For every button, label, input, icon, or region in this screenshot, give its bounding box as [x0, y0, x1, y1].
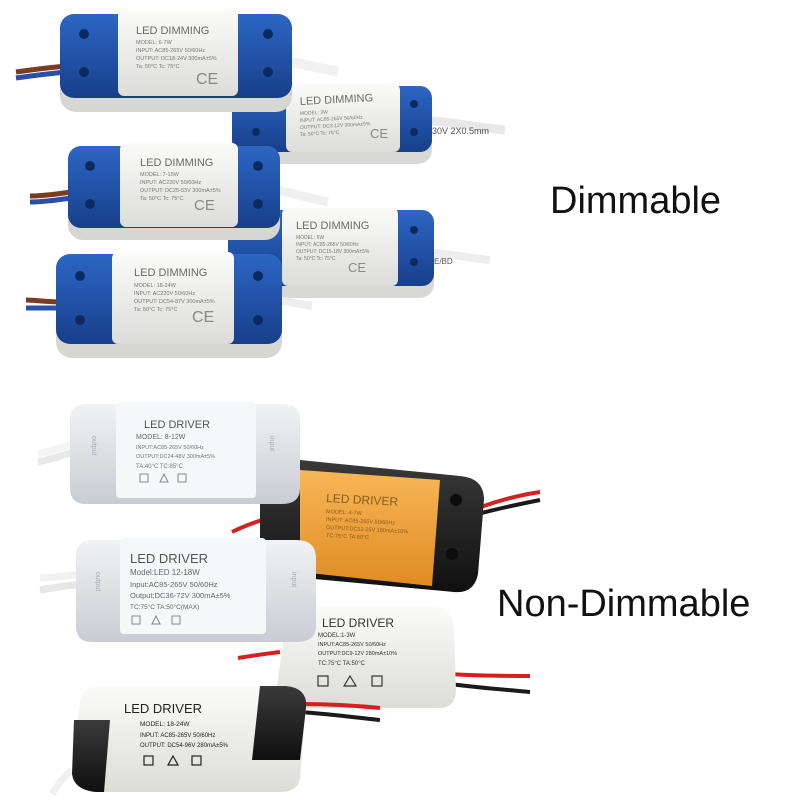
cert-symbol — [171, 615, 181, 625]
cert-symbol — [342, 674, 358, 687]
output-label: OUTPUT: DC15-18V 300mA±5% — [296, 249, 370, 255]
model-label: MODEL: 7-15W — [140, 172, 180, 178]
output-label: OUTPUT: DC25-53V 300mA±5% — [140, 188, 221, 194]
brand-label: LED DIMMING — [134, 267, 207, 279]
driver-grey-12-18w: output input LED DRIVER Model:LED 12-18W… — [39, 538, 316, 642]
input-label: INPUT: AC85-265V 50/60Hz — [296, 242, 359, 248]
cert-symbol — [143, 755, 154, 766]
cert-symbol — [159, 472, 169, 483]
model-label: MODEL: 8-12W — [136, 434, 186, 441]
non-dimmable-caption: Non-Dimmable — [497, 583, 751, 625]
brand-label: LED DRIVER — [124, 701, 202, 716]
side-label: output — [90, 436, 97, 456]
dimming-driver-18-24w: LED DIMMING MODEL: 18-24W INPUT: AC220V … — [25, 252, 313, 358]
ce-mark: CE — [194, 197, 215, 214]
output-label: Output:DC36-72V 300mA±5% — [130, 591, 231, 600]
temps-label: TC:75°C TA:50°C(MAX) — [130, 603, 199, 611]
dimming-driver-3w: 30V 2X0.5mm LED DIMMING MODEL: 3W INPUT:… — [232, 84, 506, 164]
input-label: INPUT: AC85-265V 50/60Hz — [140, 733, 215, 739]
cert-symbol — [191, 755, 202, 766]
model-label: MODEL: 18-24W — [134, 283, 177, 289]
brand-label: LED DRIVER — [326, 491, 399, 509]
brand-label: LED DIMMING — [140, 157, 213, 169]
input-label: Input:AC85-265V 50/60Hz — [130, 580, 218, 589]
ce-mark: CE — [192, 309, 214, 326]
temps-label: Ta: 50°C Tc: 75°C — [134, 307, 177, 313]
output-label: OUTPUT: DC54-96V 280mA±5% — [140, 743, 229, 749]
side-label: input — [268, 436, 275, 451]
ce-mark: CE — [196, 71, 218, 88]
temps-label: TC:75°C TA:50°C — [326, 533, 369, 541]
output-label: OUTPUT: DC18-24V 300mA±5% — [136, 56, 217, 62]
cert-symbol — [317, 675, 329, 687]
input-label: INPUT: AC220V 50/60Hz — [134, 291, 195, 297]
input-label: INPUT:AC85-265V 50/60Hz — [318, 642, 386, 648]
temps-label: Ta: 50°C Tc: 75°C — [300, 130, 340, 138]
output-label: OUTPUT:DC24-48V 300mA±5% — [136, 454, 215, 460]
temps-label: TC:75°C TA:50°C — [318, 661, 366, 667]
output-label: OUTPUT:DC9-12V 280mA±10% — [318, 651, 397, 657]
model-label: Model:LED 12-18W — [130, 568, 200, 577]
output-label: OUTPUT: DC54-87V 300mA±5% — [134, 299, 215, 305]
cert-symbol — [139, 473, 149, 483]
model-label: MODEL: 3W — [300, 110, 329, 117]
output-label: OUTPUT: DC3-12V 300mA±5% — [300, 121, 371, 131]
model-label: MODEL:1-3W — [318, 633, 356, 639]
input-label: INPUT: AC85-265V 50/60Hz — [136, 48, 205, 54]
cert-symbol — [131, 615, 141, 625]
side-label: input — [290, 572, 297, 587]
brand-label: LED DRIVER — [130, 551, 208, 566]
dimming-driver-6-7w: LED DIMMING MODEL: 6-7W INPUT: AC85-265V… — [15, 10, 340, 112]
side-label: output — [94, 572, 101, 592]
cert-symbol — [177, 473, 187, 483]
temps-label: Ta: 50°C Tc: 75°C — [136, 64, 179, 70]
brand-label: LED DRIVER — [322, 616, 394, 630]
dimming-driver-7-15w: LED DIMMING MODEL: 7-15W INPUT: AC220V 5… — [29, 143, 329, 240]
cert-symbol — [166, 754, 180, 766]
brand-label: LED DIMMING — [296, 220, 369, 232]
brand-label: LED DIMMING — [300, 92, 374, 108]
output-label: OUTPUT:DC12-25V 180mA±10% — [326, 525, 408, 535]
model-label: MODEL: 4-7W — [326, 509, 363, 517]
driver-black-white-18-24w: LED DRIVER MODEL: 18-24W INPUT: AC85-265… — [48, 686, 381, 796]
driver-grey-8-12w: output input LED DRIVER MODEL: 8-12W INP… — [37, 402, 300, 504]
temps-label: Ta: 50°C Tc: 75°C — [140, 196, 183, 202]
temps-label: TA:40°C TC:85°C — [136, 464, 184, 470]
input-label: INPUT: AC85-265V 50/60Hz — [300, 115, 364, 124]
dimmable-caption: Dimmable — [550, 180, 722, 222]
model-label: MODEL: 5W — [296, 235, 324, 241]
ce-mark: CE — [370, 126, 388, 141]
brand-label: LED DRIVER — [144, 419, 210, 431]
cable-print: 30V 2X0.5mm — [432, 126, 489, 136]
temps-label: Ta: 50°C Tc: 75°C — [296, 256, 336, 262]
ce-mark: CE — [348, 260, 366, 275]
model-label: MODEL: 18-24W — [140, 721, 190, 728]
cert-symbol — [371, 675, 383, 687]
brand-label: LED DIMMING — [136, 25, 209, 37]
input-label: INPUT:AC85-265V 50/60Hz — [136, 445, 204, 451]
cable-print: E/BD — [434, 257, 453, 266]
input-label: INPUT: AC220V 50/60Hz — [140, 180, 201, 186]
driver-white-1-3w: LED DRIVER MODEL:1-3W INPUT:AC85-265V 50… — [237, 606, 531, 708]
model-label: MODEL: 6-7W — [136, 40, 173, 46]
input-label: INPUT: AC85-265V 50/60Hz — [326, 517, 396, 527]
cert-symbol — [151, 614, 161, 625]
